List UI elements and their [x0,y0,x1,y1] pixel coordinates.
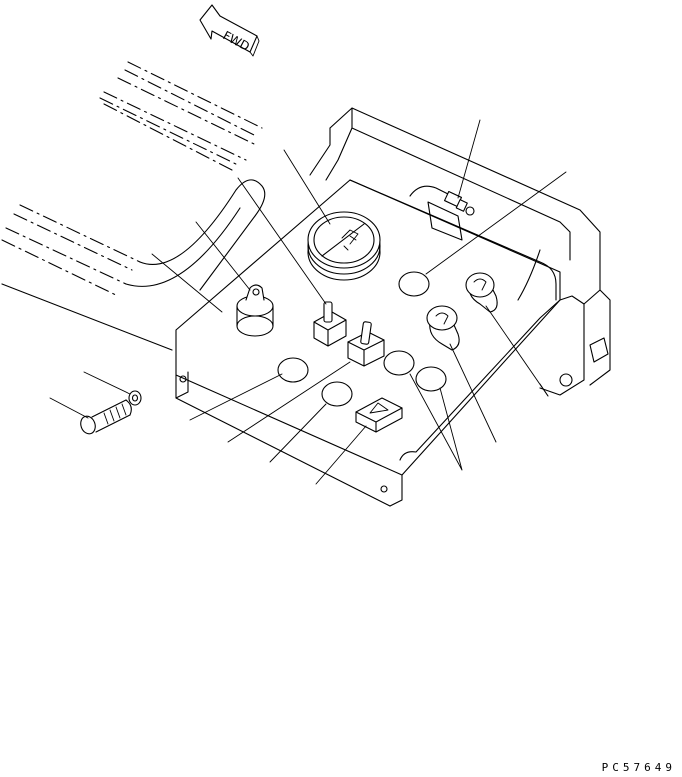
indicator-lamps [277,271,447,407]
seat-frame-outline [1,61,266,351]
leader-lines [49,119,567,485]
indicator-lamp-icon [398,271,430,297]
indicator-lamp-icon [415,366,447,392]
toggle-switch-icon [313,301,385,367]
washer-icon [128,390,142,406]
round-gauge-icon [307,211,381,281]
key-switch-icon [236,284,274,337]
indicator-lamp-icon [321,381,353,407]
connector-plug-icon [409,185,541,301]
hazard-switch-icon [355,397,403,433]
rotary-knob-icon [426,272,498,351]
indicator-lamp-icon [383,350,415,376]
drawing-code: PC57649 [601,761,676,774]
bolt-icon [80,399,132,435]
fwd-label: FWD [221,28,252,54]
fwd-arrow: FWD [199,4,260,57]
indicator-lamp-icon [277,357,309,383]
